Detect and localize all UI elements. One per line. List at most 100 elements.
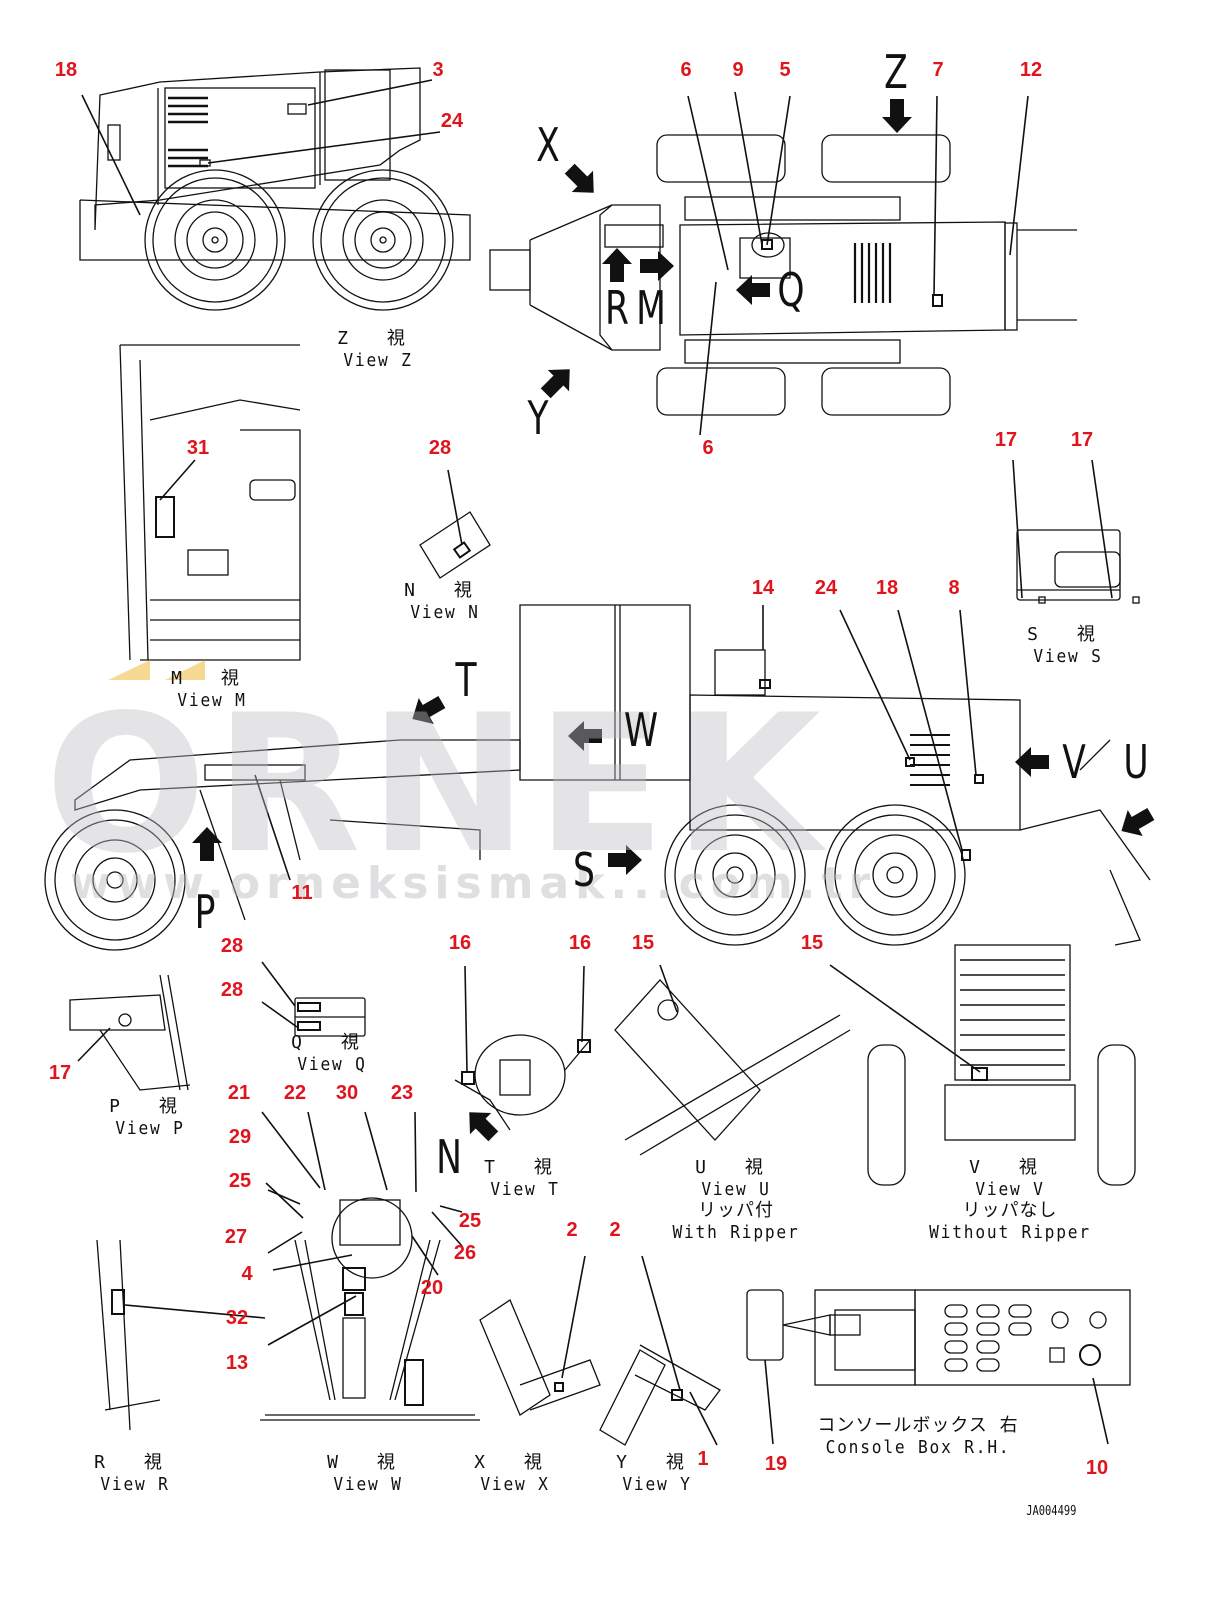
callout-number: 21: [227, 1082, 251, 1104]
callout-number: 2: [566, 1219, 578, 1241]
callout-number: 28: [428, 437, 452, 459]
callout-number: 15: [800, 932, 824, 954]
callout-number: 18: [54, 59, 78, 81]
leader-line: [464, 965, 468, 1073]
leader-line: [81, 94, 141, 216]
leader-line: [364, 1111, 388, 1191]
leader-line: [439, 1205, 463, 1213]
callout-number: 25: [458, 1210, 482, 1232]
leader-line: [267, 1295, 357, 1346]
leader-line: [207, 131, 441, 164]
leader-line: [766, 95, 791, 246]
direction-letter-y: Y: [527, 391, 549, 445]
callout-number: 17: [48, 1062, 72, 1084]
leader-line: [839, 609, 911, 761]
callout-number: 7: [932, 59, 944, 81]
console-box-drawing: [746, 1289, 1131, 1386]
callout-number: 16: [448, 932, 472, 954]
view-direction-arrow-icon: [882, 99, 912, 133]
view-direction-arrow-icon: [469, 1112, 499, 1142]
view-n-drawing: [419, 511, 491, 579]
callout-number: 28: [220, 979, 244, 1001]
callout-number: 12: [1019, 59, 1043, 81]
callout-number: 26: [453, 1242, 477, 1264]
leader-line: [159, 459, 196, 501]
callout-number: 11: [291, 882, 313, 904]
leader-line: [411, 1235, 439, 1276]
leader-line: [659, 964, 678, 1013]
leader-line: [414, 1111, 417, 1193]
view-direction-arrow-icon: [736, 275, 770, 305]
direction-letter-x: X: [536, 118, 560, 172]
callout-number: 17: [1070, 429, 1094, 451]
callout-number: 18: [875, 577, 899, 599]
direction-letter-p: P: [194, 885, 216, 939]
leader-line: [829, 964, 981, 1073]
callout-number: 17: [994, 429, 1018, 451]
callout-number: 6: [702, 437, 714, 459]
leader-line: [689, 1391, 718, 1446]
view-direction-arrow-icon: [1121, 807, 1155, 836]
direction-letter-w: W: [623, 703, 659, 757]
view-z-drawing: [79, 67, 471, 311]
logo-triangle: [165, 660, 205, 680]
leader-line: [1092, 1377, 1109, 1445]
callout-number: 9: [732, 59, 744, 81]
callout-number: 13: [225, 1352, 249, 1374]
view-direction-arrow-icon: [192, 827, 222, 861]
leader-line: [959, 609, 977, 776]
view-x-drawing: [479, 1299, 601, 1416]
direction-letter-r: R: [605, 281, 629, 335]
leader-line: [687, 95, 729, 271]
direction-letter-t: T: [455, 653, 477, 707]
leader-line: [447, 469, 463, 546]
view-direction-arrow-icon: [412, 695, 446, 724]
view-r-drawing: [96, 1239, 161, 1431]
leader-line: [699, 281, 717, 436]
view-direction-arrow-icon: [564, 163, 594, 193]
callout-number: 6: [680, 59, 692, 81]
view-direction-arrow-icon: [540, 369, 570, 399]
leader-line: [272, 1254, 353, 1271]
view-direction-arrow-icon: [640, 251, 674, 281]
callout-number: 3: [432, 59, 444, 81]
callout-number: 23: [390, 1082, 414, 1104]
callout-number: 20: [420, 1277, 444, 1299]
leader-line: [641, 1255, 681, 1391]
view-y-drawing: [599, 1344, 721, 1446]
leader-line: [254, 774, 291, 881]
direction-letter-u: U: [1123, 735, 1149, 789]
callout-number: 24: [814, 577, 838, 599]
leader-line: [561, 1255, 586, 1379]
main-side-view-drawing: [44, 604, 1151, 951]
leader-line: [267, 1231, 303, 1254]
leader-line: [764, 1359, 774, 1445]
callout-number: 24: [440, 110, 464, 132]
top-view-drawing: [489, 134, 1077, 416]
leader-line: [77, 1027, 111, 1062]
callout-number: 1: [697, 1448, 709, 1470]
callout-number: 8: [948, 577, 960, 599]
callout-number: 28: [220, 935, 244, 957]
callout-number: 25: [228, 1170, 252, 1192]
view-direction-arrow-icon: [568, 721, 602, 751]
direction-letter-q: Q: [777, 263, 805, 317]
drawing-code: JA004499: [1026, 1504, 1077, 1519]
leader-line: [307, 79, 433, 106]
leader-line: [933, 95, 938, 296]
callout-number: 30: [335, 1082, 359, 1104]
